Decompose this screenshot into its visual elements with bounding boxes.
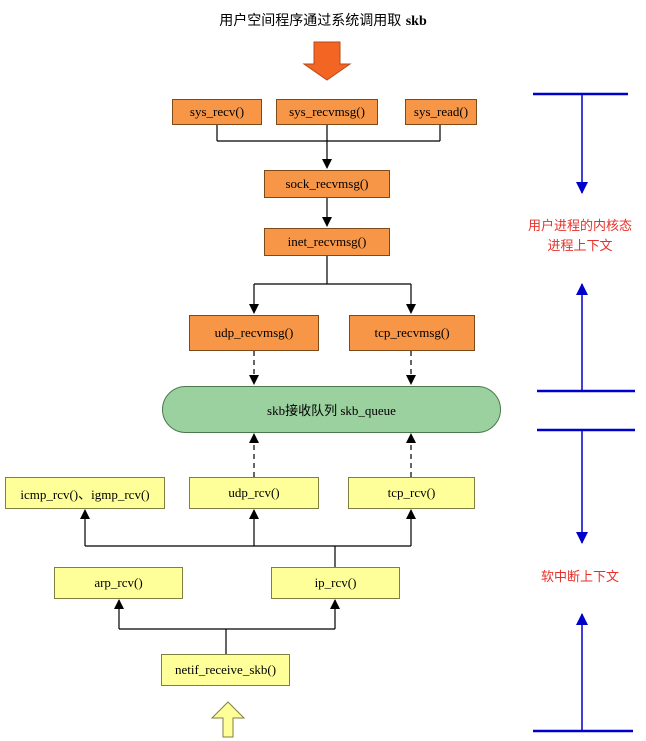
- user-context-line2: 进程上下文: [547, 239, 613, 254]
- diagram-title: 用户空间程序通过系统调用取 skb: [0, 10, 646, 30]
- udp-rcv-node: udp_rcv(): [189, 477, 319, 509]
- title-text: 用户空间程序通过系统调用取: [219, 13, 402, 29]
- softirq-context-line: 软中断上下文: [540, 570, 619, 585]
- user-context-line1: 用户进程的内核态: [527, 219, 632, 234]
- context-markers: [533, 92, 635, 733]
- sys-recv-node: sys_recv(): [172, 99, 262, 125]
- packet-entry-arrow: [210, 701, 246, 738]
- skb-queue-node: skb接收队列 skb_queue: [162, 386, 501, 433]
- icmp-igmp-rcv-node: icmp_rcv()、igmp_rcv(): [5, 477, 165, 509]
- syscall-connectors: [216, 125, 441, 169]
- softirq-context-label: 软中断上下文: [510, 568, 646, 588]
- netif-branch-connectors: [114, 599, 340, 654]
- user-context-label: 用户进程的内核态 进程上下文: [510, 217, 646, 257]
- tcp-rcv-node: tcp_rcv(): [348, 477, 475, 509]
- ip-rcv-node: ip_rcv(): [271, 567, 400, 599]
- udp-recvmsg-node: udp_recvmsg(): [189, 315, 319, 351]
- inet-branch-connectors: [249, 256, 416, 314]
- sys-recvmsg-node: sys_recvmsg(): [276, 99, 378, 125]
- sys-read-node: sys_read(): [405, 99, 477, 125]
- netif-receive-skb-node: netif_receive_skb(): [161, 654, 290, 686]
- sock-recvmsg-node: sock_recvmsg(): [264, 170, 390, 198]
- arp-rcv-node: arp_rcv(): [54, 567, 183, 599]
- syscall-entry-arrow: [302, 41, 352, 81]
- title-skb: skb: [405, 14, 427, 29]
- tcp-recvmsg-node: tcp_recvmsg(): [349, 315, 475, 351]
- recvmsg-to-queue-dashed: [249, 351, 416, 385]
- rcv-to-queue-dashed: [249, 433, 416, 477]
- ip-rcv-branch-connectors: [80, 509, 416, 567]
- inet-recvmsg-node: inet_recvmsg(): [264, 228, 390, 256]
